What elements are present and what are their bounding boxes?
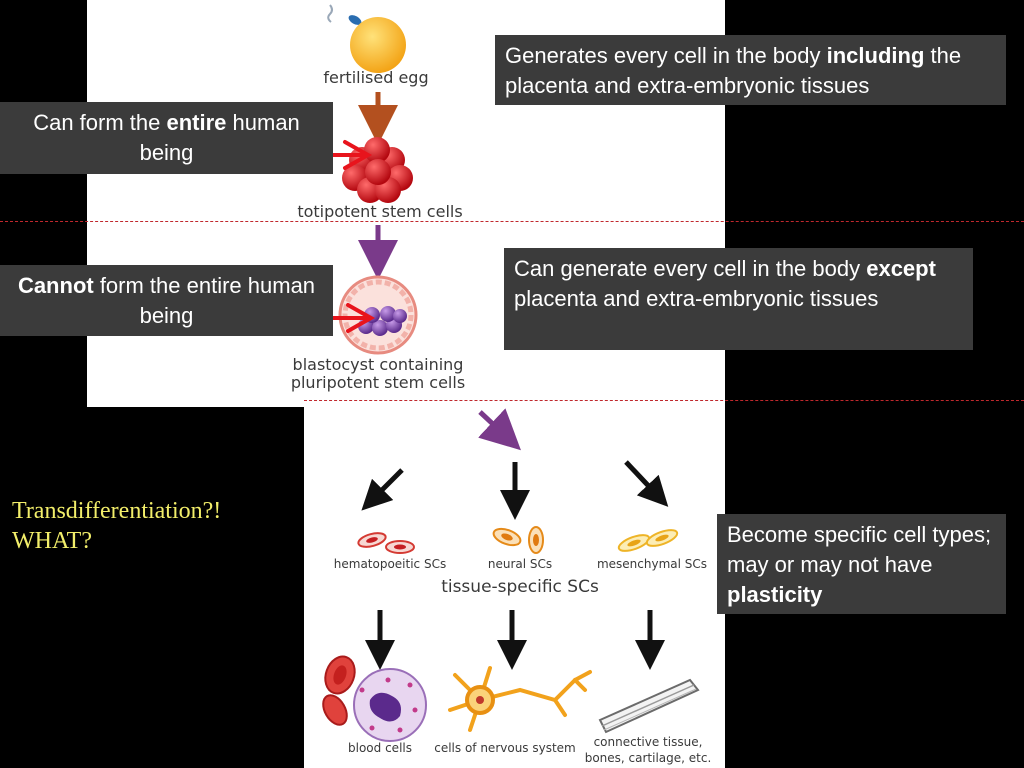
- blood-cells-label: blood cells: [348, 741, 412, 755]
- callout-pluripotent-bold: except: [866, 256, 936, 281]
- mesenchymal-label: mesenchymal SCs: [597, 557, 707, 571]
- hematopoietic-label: hematopoeitic SCs: [334, 557, 446, 571]
- neuron-icon: [448, 666, 592, 732]
- callout-specific: Become specific cell types; may or may n…: [717, 514, 1006, 614]
- connective-tissue-icon: [598, 678, 700, 734]
- callout-cannot-post: form the entire human being: [93, 273, 316, 328]
- callout-pluripotent-post: placenta and extra-embryonic tissues: [514, 286, 879, 311]
- arrow-to-hematopoietic: [361, 468, 404, 511]
- neural-label: neural SCs: [488, 557, 552, 571]
- blastocyst-label-line1: blastocyst containing: [293, 355, 464, 374]
- callout-totipotent-pre: Generates every cell in the body: [505, 43, 827, 68]
- connective-label-line2: bones, cartilage, etc.: [585, 751, 712, 765]
- callout-totipotent: Generates every cell in the body includi…: [495, 35, 1006, 105]
- callout-cannot: Cannot form the entire human being: [0, 265, 333, 336]
- blood-cells-icon: [322, 655, 427, 742]
- totipotent-label: totipotent stem cells: [297, 202, 462, 221]
- sperm-icon: [327, 4, 362, 25]
- note-line2: WHAT?: [12, 528, 92, 554]
- arrow-blastocyst-to-tissue: [478, 408, 521, 451]
- callout-entire: Can form the entire human being: [0, 102, 333, 174]
- callout-cannot-bold: Cannot: [17, 273, 94, 298]
- blastocyst-label-line2: pluripotent stem cells: [291, 373, 465, 392]
- callout-pluripotent-pre: Can generate every cell in the body: [514, 256, 867, 281]
- callout-entire-post: human being: [139, 110, 300, 165]
- nervous-cells-label: cells of nervous system: [434, 741, 576, 755]
- neural-sc-icon: [492, 526, 544, 554]
- transdifferentiation-note: Transdifferentiation?! WHAT?: [12, 496, 221, 556]
- callout-entire-pre: Can form the: [33, 110, 167, 135]
- arrow-to-mesenchymal: [624, 460, 669, 507]
- separator-line-bottom: [304, 400, 1024, 401]
- callout-specific-pre: Become specific cell types; may or may n…: [727, 522, 992, 577]
- fertilised-egg-icon: [350, 17, 406, 73]
- connective-label-line1: connective tissue,: [594, 735, 703, 749]
- tissue-specific-label: tissue-specific SCs: [441, 577, 599, 597]
- callout-entire-bold: entire: [166, 110, 227, 135]
- blastocyst-icon: [338, 275, 418, 355]
- mesenchymal-sc-icon: [617, 529, 679, 552]
- hematopoietic-sc-icon: [357, 532, 415, 554]
- separator-line-top: [0, 221, 1024, 222]
- callout-pluripotent: Can generate every cell in the body exce…: [504, 248, 973, 350]
- note-line1: Transdifferentiation?!: [12, 498, 222, 524]
- callout-totipotent-bold: including: [826, 43, 925, 68]
- callout-specific-bold: plasticity: [727, 582, 823, 607]
- callout-totipotent-post: the placenta and extra-embryonic tissues: [505, 43, 962, 98]
- fertilised-egg-label: fertilised egg: [323, 68, 428, 87]
